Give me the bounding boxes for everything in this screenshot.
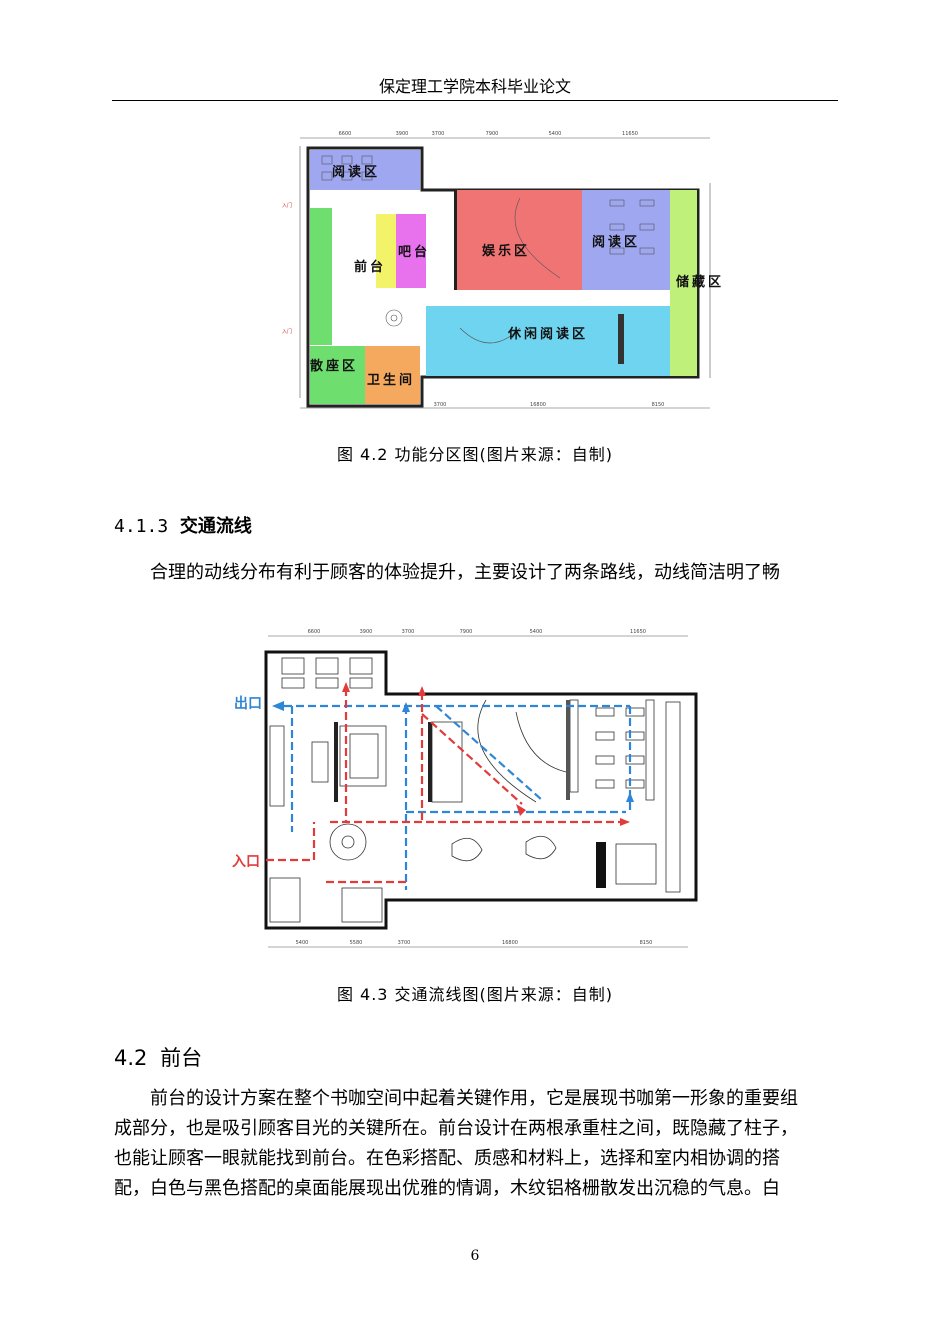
page-number: 6 <box>470 1248 480 1264</box>
dim-bottom-4: 16800 <box>530 402 546 408</box>
zone-bar <box>396 214 426 288</box>
flow-dim-bottom-1: 5400 <box>296 940 309 946</box>
zone-green-wall <box>310 208 332 345</box>
header-rule <box>112 100 838 101</box>
label-reading-right: 阅读区 <box>592 234 640 250</box>
zone-reading-right <box>582 190 670 290</box>
zoning-floor-plan: 6600 3900 3700 7900 5400 11650 5400 5580… <box>282 131 724 409</box>
label-storage: 储藏区 <box>675 274 724 290</box>
flow-dim-top-6: 11650 <box>630 629 646 635</box>
paragraph-line: 前台的设计方案在整个书咖空间中起着关键作用，它是展现书咖第一形象的重要组 <box>150 1088 798 1109</box>
flow-dim-top-5: 5400 <box>530 629 543 635</box>
paragraph-traffic: 合理的动线分布有利于顾客的体验提升，主要设计了两条路线，动线简洁明了畅 <box>150 562 780 583</box>
flow-dim-top-4: 7900 <box>460 629 473 635</box>
flow-dim-bottom-4: 16800 <box>502 940 518 946</box>
paragraph-line: 成部分，也是吸引顾客目光的关键所在。前台设计在两根承重柱之间，既隐藏了柱子， <box>114 1118 798 1139</box>
dim-top-2: 3900 <box>396 131 409 137</box>
traffic-flow-floor-plan: 6600 3900 3700 7900 5400 11650 5400 5580… <box>232 629 698 948</box>
flow-dim-bottom-3: 3700 <box>398 940 411 946</box>
dim-top-1: 6600 <box>339 131 352 137</box>
zone-restroom <box>365 346 420 404</box>
figure-4-2-caption: 图 4.2 功能分区图(图片来源：自制) <box>336 445 614 464</box>
label-entrance-1: 入门 <box>282 202 292 209</box>
label-entertainment: 娱乐区 <box>482 243 530 259</box>
dim-top-3: 3700 <box>432 131 445 137</box>
dim-top-6: 11650 <box>622 131 638 137</box>
label-scatter-seating: 散座区 <box>310 358 358 374</box>
paragraph-line: 配，白色与黑色搭配的桌面能展现出优雅的情调，木纹铝格栅散发出沉稳的气息。白 <box>114 1178 780 1199</box>
page-header: 保定理工学院本科毕业论文 <box>378 77 571 96</box>
section-number: 4.2 <box>114 1046 148 1070</box>
section-title: 交通流线 <box>179 516 252 537</box>
label-leisure-reading: 休闲阅读区 <box>507 326 588 342</box>
section-4-1-3-heading: 4.1.3 交通流线 <box>114 512 252 538</box>
flow-dim-bottom-5: 8150 <box>640 940 653 946</box>
flow-dim-top-1: 6600 <box>308 629 321 635</box>
paragraph-reception: 前台的设计方案在整个书咖空间中起着关键作用，它是展现书咖第一形象的重要组 成部分… <box>114 1084 838 1204</box>
label-entrance: 入口 <box>232 854 260 870</box>
label-entrance-2: 入门 <box>282 328 292 335</box>
flow-dim-top-3: 3700 <box>402 629 415 635</box>
zone-leisure-reading <box>426 306 670 376</box>
dim-top-4: 7900 <box>486 131 499 137</box>
flow-dim-bottom-2: 5580 <box>350 940 363 946</box>
label-exit: 出口 <box>234 695 262 712</box>
dim-bottom-5: 8150 <box>652 402 665 408</box>
zone-bar-yellow <box>376 214 396 288</box>
label-restroom: 卫生间 <box>367 372 415 388</box>
label-reading-top: 阅读区 <box>332 164 380 180</box>
section-number: 4.1.3 <box>114 516 169 537</box>
paragraph-line: 也能让顾客一眼就能找到前台。在色彩搭配、质感和材料上，选择和室内相协调的搭 <box>114 1148 780 1169</box>
zone-scatter-seating <box>310 346 365 404</box>
zone-reading-top <box>310 150 420 190</box>
figure-4-3-caption: 图 4.3 交通流线图(图片来源：自制) <box>336 985 614 1004</box>
zone-storage <box>670 190 697 376</box>
dim-bottom-3: 3700 <box>434 402 447 408</box>
label-reception: 前台 <box>354 259 386 275</box>
zone-entertainment <box>456 190 582 290</box>
label-bar: 吧台 <box>398 244 430 260</box>
flow-dim-top-2: 3900 <box>360 629 373 635</box>
section-4-2-heading: 4.2 前台 <box>114 1042 202 1072</box>
dim-top-5: 5400 <box>549 131 562 137</box>
section-title: 前台 <box>160 1046 203 1070</box>
